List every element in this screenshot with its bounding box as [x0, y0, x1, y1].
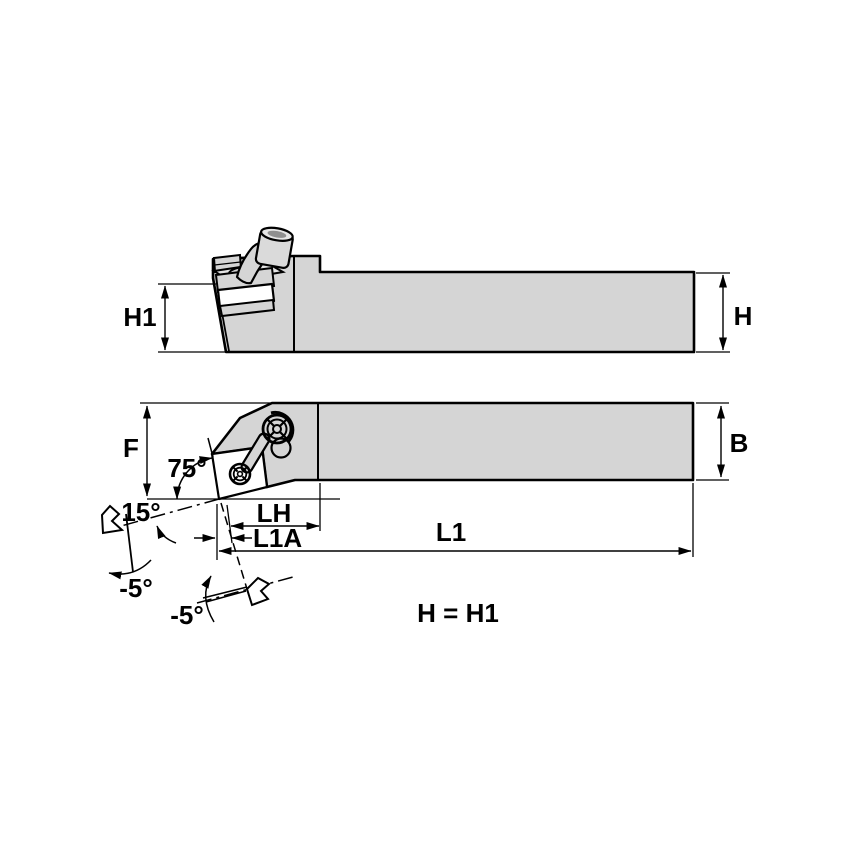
edge-angle-label: 15° — [121, 497, 160, 527]
dimension-h: H — [696, 272, 753, 353]
dimension-l1: L1 — [216, 483, 694, 560]
h1-label: H1 — [123, 302, 156, 332]
l1a-label: L1A — [253, 523, 302, 553]
b-label: B — [730, 428, 749, 458]
clamp-screw-icon — [261, 413, 293, 445]
clamp-rear-step-line — [214, 261, 241, 266]
dimension-b: B — [696, 402, 749, 481]
side-view: H1 H — [123, 226, 753, 354]
clamp-cylinder — [254, 226, 294, 269]
lead-angle-label: 75° — [167, 453, 206, 483]
angle-15: 15° — [102, 497, 220, 544]
equality-note: H = H1 — [417, 598, 499, 628]
side-body-outline — [211, 254, 696, 354]
angle-75: 75° — [167, 437, 214, 500]
side-rake-inset: -5° — [170, 502, 294, 630]
f-label: F — [123, 433, 139, 463]
l1-label: L1 — [436, 517, 466, 547]
h-label: H — [734, 301, 753, 331]
lh-label: LH — [257, 498, 292, 528]
insert-profile-icon — [245, 576, 271, 607]
dimension-h1: H1 — [123, 283, 225, 353]
insert-seat-side — [218, 298, 276, 318]
plan-view: F 75° 15° -5° -5° — [100, 401, 749, 630]
back-rake-inset: -5° — [100, 504, 153, 603]
side-rake-label: -5° — [170, 600, 204, 630]
clamp-arm-fill — [242, 434, 269, 472]
back-rake-label: -5° — [119, 573, 153, 603]
insert-screw-icon — [228, 462, 252, 486]
dimension-lh: LH — [226, 483, 321, 544]
insert-profile-icon — [100, 504, 125, 535]
dimension-l1a: L1A — [194, 523, 302, 553]
clamp-boss-arc — [270, 410, 295, 445]
